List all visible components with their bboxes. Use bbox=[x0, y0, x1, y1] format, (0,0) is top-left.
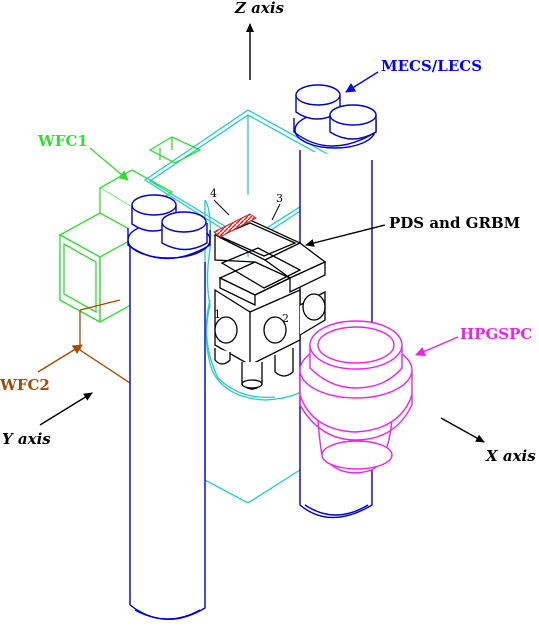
pds-unit-1 bbox=[214, 316, 238, 344]
marker-2: 2 bbox=[282, 312, 289, 325]
leader-3 bbox=[271, 203, 281, 221]
leader-4 bbox=[213, 199, 230, 216]
hpgspc-label: HPGSPC bbox=[460, 325, 532, 343]
marker-3: 3 bbox=[276, 192, 283, 205]
mecs-arrow bbox=[345, 71, 379, 93]
left-cap-1-top bbox=[131, 194, 177, 216]
pds-unit-2 bbox=[263, 316, 287, 344]
pds-arrow bbox=[305, 224, 386, 247]
wfc2-label: WFC2 bbox=[0, 376, 50, 394]
z-axis-label: Z axis bbox=[234, 0, 285, 17]
wfc1-camera bbox=[58, 169, 174, 324]
mecs-cap-1-top bbox=[295, 84, 341, 106]
mecs-cap-2-top bbox=[329, 104, 377, 126]
left-cap-2-top bbox=[161, 211, 207, 233]
wfc1-label: WFC1 bbox=[37, 132, 88, 150]
mecs-lecs-label: MECS/LECS bbox=[381, 57, 482, 75]
hpgspc-arrow bbox=[415, 336, 459, 357]
marker-4: 4 bbox=[210, 187, 217, 200]
grbm-shield bbox=[213, 213, 257, 238]
pds-grbm-label: PDS and GRBM bbox=[389, 214, 520, 232]
cutaway-left bbox=[204, 199, 309, 471]
y-axis-arrow bbox=[39, 392, 93, 426]
hpgspc-detector bbox=[299, 320, 413, 474]
y-axis-label: Y axis bbox=[2, 430, 51, 448]
left-tube bbox=[129, 242, 206, 620]
wfc2-arrow bbox=[37, 344, 83, 373]
pds-unit bbox=[213, 219, 327, 390]
x-axis-arrow bbox=[440, 417, 485, 443]
x-axis-label: X axis bbox=[485, 447, 536, 465]
wfc1-arrow bbox=[89, 147, 129, 181]
marker-1: 1 bbox=[214, 308, 221, 321]
arrows bbox=[37, 23, 485, 443]
left-telescopes bbox=[127, 194, 211, 620]
